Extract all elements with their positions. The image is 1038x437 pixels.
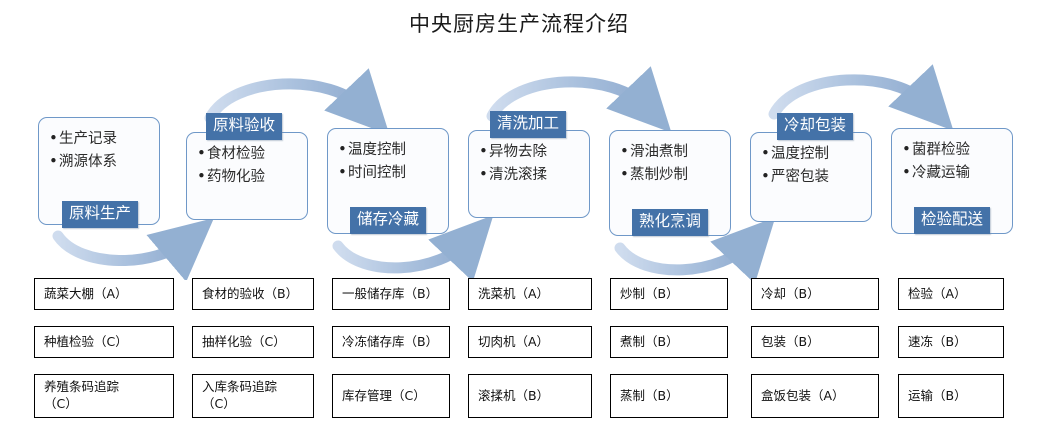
bullet-icon: •	[479, 142, 488, 160]
stage-1-item-0: • 生产记录	[49, 127, 151, 150]
equipment-cell[interactable]: 炒制（B）	[610, 278, 728, 310]
bullet-icon: •	[761, 144, 770, 162]
stage-3-item-0: • 温度控制	[338, 138, 440, 161]
bullet-icon: •	[902, 140, 911, 158]
arrow-3-to-4	[332, 215, 494, 280]
bullet-icon: •	[620, 142, 629, 160]
bullet-icon: •	[49, 129, 58, 147]
bullet-icon: •	[338, 140, 347, 158]
equipment-cell[interactable]: 蔬菜大棚（A）	[34, 278, 174, 310]
equipment-cell[interactable]: 冷冻储存库（B）	[332, 326, 450, 358]
stage-6-body: • 温度控制 • 严密包装	[750, 132, 872, 222]
equipment-column-1: 蔬菜大棚（A） 种植检验（C） 养殖条码追踪 （C）	[34, 278, 174, 434]
stage-4-badge[interactable]: 清洗加工	[490, 111, 567, 138]
stage-4-item-1: • 清洗滚揉	[479, 163, 581, 186]
stage-4-item-0: • 异物去除	[479, 140, 581, 163]
bullet-icon: •	[761, 167, 770, 186]
equipment-column-7: 检验（A） 速冻（B） 运输（B）	[898, 278, 1004, 434]
stage-2-item-1: • 药物化验	[197, 165, 299, 188]
equipment-cell[interactable]: 抽样化验（C）	[192, 326, 314, 358]
equipment-cell[interactable]: 速冻（B）	[898, 326, 1004, 358]
equipment-cell[interactable]: 养殖条码追踪 （C）	[34, 374, 174, 418]
arrow-1-to-2	[52, 217, 215, 280]
equipment-column-4: 洗菜机（A） 切肉机（A） 滚揉机（B）	[468, 278, 592, 434]
equipment-cell[interactable]: 煮制（B）	[610, 326, 728, 358]
equipment-cell[interactable]: 冷却（B）	[751, 278, 879, 310]
equipment-cell[interactable]: 检验（A）	[898, 278, 1004, 310]
stage-2-badge[interactable]: 原料验收	[206, 113, 283, 140]
stage-5-item-1: • 蒸制炒制	[620, 163, 722, 186]
bullet-icon: •	[902, 163, 911, 182]
bullet-icon: •	[197, 144, 206, 162]
equipment-cell[interactable]: 种植检验（C）	[34, 326, 174, 358]
page-title: 中央厨房生产流程介绍	[409, 12, 629, 36]
equipment-column-5: 炒制（B） 煮制（B） 蒸制（B）	[610, 278, 728, 434]
stage-5-item-0: • 滑油煮制	[620, 140, 722, 163]
equipment-cell[interactable]: 库存管理（C）	[332, 374, 450, 418]
equipment-cell[interactable]: 切肉机（A）	[468, 326, 592, 358]
stage-3-badge[interactable]: 储存冷藏	[350, 207, 427, 234]
bullet-icon: •	[49, 152, 58, 171]
stage-5-badge[interactable]: 熟化烹调	[632, 209, 709, 236]
stage-7-item-0: • 菌群检验	[902, 138, 1004, 161]
bullet-icon: •	[197, 167, 206, 186]
stage-6-item-0: • 温度控制	[761, 142, 863, 165]
equipment-table: 蔬菜大棚（A） 种植检验（C） 养殖条码追踪 （C） 食材的验收（B） 抽样化验…	[0, 278, 1038, 437]
equipment-cell[interactable]: 一般储存库（B）	[332, 278, 450, 310]
stage-2-item-0: • 食材检验	[197, 142, 299, 165]
stage-7-item-1: • 冷藏运输	[902, 161, 1004, 184]
equipment-cell[interactable]: 运输（B）	[898, 374, 1004, 418]
stage-6-item-1: • 严密包装	[761, 165, 863, 188]
equipment-cell[interactable]: 入库条码追踪 （C）	[192, 374, 314, 418]
equipment-column-6: 冷却（B） 包装（B） 盒饭包装（A）	[751, 278, 879, 434]
equipment-cell[interactable]: 食材的验收（B）	[192, 278, 314, 310]
stage-1-badge[interactable]: 原料生产	[62, 201, 139, 228]
bullet-icon: •	[479, 165, 488, 184]
stage-2-body: • 食材检验 • 药物化验	[186, 132, 308, 220]
equipment-cell[interactable]: 蒸制（B）	[610, 374, 728, 418]
stage-4-body: • 异物去除 • 清洗滚揉	[468, 130, 590, 218]
stage-1-body: • 生产记录 • 溯源体系	[38, 117, 160, 225]
arrow-6-to-7	[768, 64, 954, 131]
stage-3-item-1: • 时间控制	[338, 161, 440, 184]
stage-1-item-1: • 溯源体系	[49, 150, 151, 173]
equipment-cell[interactable]: 滚揉机（B）	[468, 374, 592, 418]
arrow-5-to-6	[614, 217, 776, 280]
equipment-column-3: 一般储存库（B） 冷冻储存库（B） 库存管理（C）	[332, 278, 450, 434]
bullet-icon: •	[620, 165, 629, 184]
stage-7-badge[interactable]: 检验配送	[914, 207, 991, 234]
equipment-cell[interactable]: 洗菜机（A）	[468, 278, 592, 310]
stage-6-badge[interactable]: 冷却包装	[777, 113, 854, 140]
equipment-cell[interactable]: 包装（B）	[751, 326, 879, 358]
equipment-cell[interactable]: 盒饭包装（A）	[751, 374, 879, 418]
bullet-icon: •	[338, 163, 347, 182]
equipment-column-2: 食材的验收（B） 抽样化验（C） 入库条码追踪 （C）	[192, 278, 314, 434]
stage-3-body: • 温度控制 • 时间控制	[327, 128, 449, 234]
